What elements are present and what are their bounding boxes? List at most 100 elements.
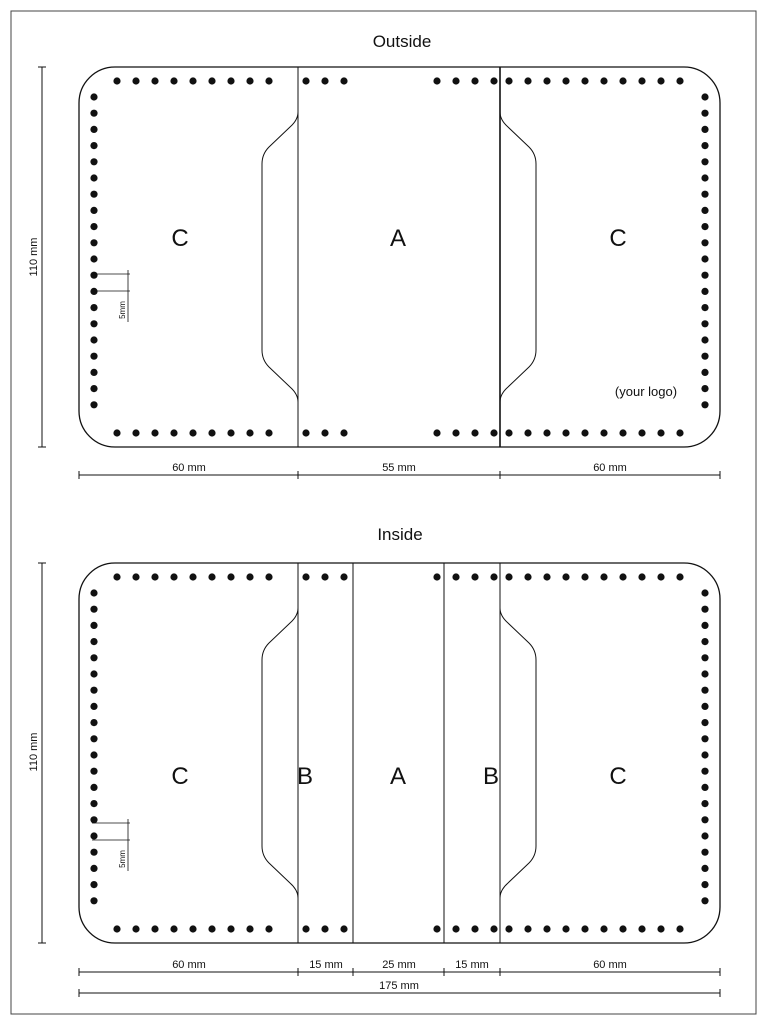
stitch-hole bbox=[701, 800, 709, 808]
inside-total-label: 175 mm bbox=[379, 980, 419, 992]
stitch-hole bbox=[170, 77, 178, 85]
inside-dim-left: 60 mm bbox=[172, 959, 206, 971]
stitch-hole bbox=[701, 702, 709, 711]
stitch-hole bbox=[676, 573, 684, 581]
stitch-hole bbox=[619, 77, 627, 85]
outside-panel-right: C bbox=[609, 225, 626, 252]
stitch-hole bbox=[701, 239, 709, 247]
stitch-hole bbox=[543, 77, 551, 85]
stitch-hole bbox=[701, 320, 709, 328]
inside-hole-label: 5mm bbox=[118, 850, 127, 868]
inside-stitch-holes bbox=[90, 573, 709, 933]
stitch-hole bbox=[90, 735, 98, 743]
stitch-hole bbox=[265, 573, 273, 581]
stitch-hole bbox=[524, 77, 532, 85]
stitch-hole bbox=[452, 925, 460, 933]
stitch-hole bbox=[505, 573, 513, 581]
stitch-hole bbox=[321, 429, 329, 437]
stitch-hole bbox=[90, 320, 98, 328]
stitch-hole bbox=[170, 429, 178, 437]
stitch-hole bbox=[90, 654, 98, 662]
inside-hole-spacing-marker bbox=[92, 819, 130, 871]
stitch-hole bbox=[340, 77, 348, 85]
stitch-hole bbox=[471, 77, 479, 85]
stitch-hole bbox=[90, 385, 98, 393]
stitch-hole bbox=[170, 573, 178, 581]
stitch-hole bbox=[524, 573, 532, 581]
stitch-hole bbox=[701, 304, 709, 312]
stitch-hole bbox=[90, 223, 98, 231]
stitch-hole bbox=[302, 573, 310, 581]
stitch-hole bbox=[246, 925, 254, 933]
stitch-hole bbox=[543, 429, 551, 437]
stitch-hole bbox=[265, 925, 273, 933]
stitch-hole bbox=[90, 142, 98, 150]
stitch-hole bbox=[471, 429, 479, 437]
stitch-hole bbox=[701, 336, 709, 344]
stitch-hole bbox=[505, 77, 513, 85]
stitch-hole bbox=[90, 158, 98, 166]
stitch-hole bbox=[657, 573, 665, 581]
stitch-hole bbox=[189, 429, 197, 437]
stitch-hole bbox=[562, 573, 570, 581]
stitch-hole bbox=[543, 925, 551, 933]
stitch-hole bbox=[676, 429, 684, 437]
stitch-hole bbox=[90, 304, 98, 312]
inside-dim-left-mid: 15 mm bbox=[309, 959, 343, 971]
stitch-hole bbox=[701, 881, 709, 889]
stitch-hole bbox=[208, 77, 216, 85]
stitch-hole bbox=[90, 832, 98, 840]
stitch-hole bbox=[701, 271, 709, 279]
stitch-hole bbox=[132, 429, 140, 437]
stitch-hole bbox=[701, 783, 709, 792]
stitch-hole bbox=[227, 429, 235, 437]
stitch-hole bbox=[265, 429, 273, 437]
stitch-hole bbox=[581, 77, 589, 85]
outside-pocket-curve-left bbox=[261, 67, 299, 447]
stitch-hole bbox=[701, 401, 709, 409]
stitch-hole bbox=[246, 429, 254, 437]
stitch-hole bbox=[490, 429, 498, 437]
stitch-hole bbox=[132, 573, 140, 581]
stitch-hole bbox=[701, 93, 709, 101]
stitch-hole bbox=[452, 573, 460, 581]
stitch-hole bbox=[701, 767, 709, 775]
stitch-hole bbox=[113, 429, 121, 437]
inside-panel-right-mid: B bbox=[483, 763, 499, 790]
stitch-hole bbox=[701, 897, 709, 905]
stitch-hole bbox=[90, 93, 98, 101]
inside-panel-center: A bbox=[390, 763, 406, 790]
stitch-hole bbox=[170, 925, 178, 933]
inside-panel-right: C bbox=[609, 763, 626, 790]
outside-height-dimension bbox=[38, 66, 46, 448]
stitch-hole bbox=[90, 638, 98, 646]
stitch-hole bbox=[90, 767, 98, 775]
stitch-hole bbox=[701, 190, 709, 198]
stitch-hole bbox=[90, 897, 98, 905]
stitch-hole bbox=[151, 573, 159, 581]
stitch-hole bbox=[701, 174, 709, 182]
stitch-hole bbox=[90, 686, 98, 694]
stitch-hole bbox=[524, 429, 532, 437]
stitch-hole bbox=[701, 735, 709, 743]
stitch-hole bbox=[505, 925, 513, 933]
stitch-hole bbox=[208, 925, 216, 933]
stitch-hole bbox=[433, 925, 441, 933]
stitch-hole bbox=[433, 77, 441, 85]
stitch-hole bbox=[113, 925, 121, 933]
inside-width-dimension bbox=[78, 968, 721, 976]
stitch-hole bbox=[151, 77, 159, 85]
outside-title: Outside bbox=[373, 32, 432, 51]
page-border bbox=[10, 10, 757, 1015]
stitch-hole bbox=[302, 77, 310, 85]
stitch-hole bbox=[132, 77, 140, 85]
stitch-hole bbox=[246, 573, 254, 581]
stitch-hole bbox=[701, 223, 709, 231]
stitch-hole bbox=[302, 925, 310, 933]
inside-view: Inside 110 mm 5mm C B A B C bbox=[28, 525, 721, 997]
stitch-hole bbox=[90, 174, 98, 182]
stitch-hole bbox=[543, 573, 551, 581]
stitch-hole bbox=[701, 832, 709, 840]
stitch-hole bbox=[701, 589, 709, 597]
